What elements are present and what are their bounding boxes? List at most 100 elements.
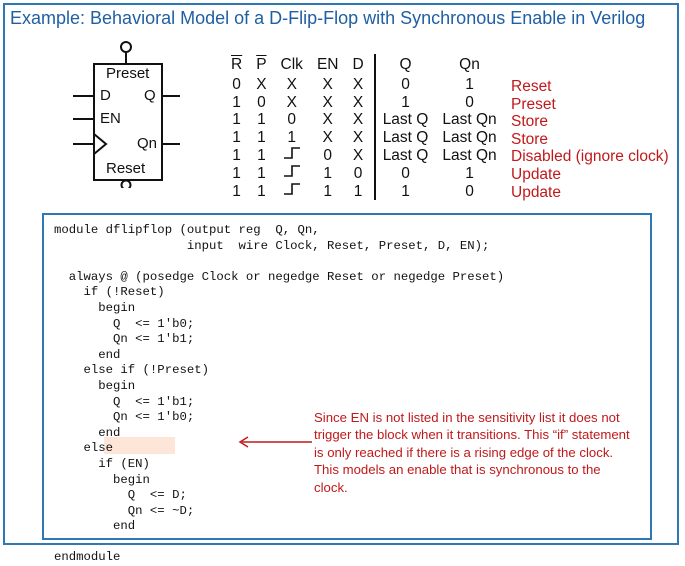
cell-p: 1 xyxy=(257,111,266,129)
code-line: Q <= D; xyxy=(54,488,187,503)
code-line: Qn <= 1'b1; xyxy=(54,332,195,347)
code-line: input wire Clock, Reset, Preset, D, EN); xyxy=(54,238,490,253)
code-line: end xyxy=(54,347,121,362)
header-d: D xyxy=(345,54,376,76)
header-p: P xyxy=(256,56,267,73)
rising-edge-icon xyxy=(283,147,300,159)
cell-r: 1 xyxy=(232,111,241,129)
code-line: module dflipflop (output reg Q, Qn, xyxy=(54,223,320,237)
cell-en: 0 xyxy=(323,146,333,164)
code-line: begin xyxy=(54,378,136,393)
code-line: Qn <= ~D; xyxy=(54,503,195,518)
row-note: Reset xyxy=(511,78,552,95)
cell-en: X xyxy=(322,93,333,111)
cell-p: 1 xyxy=(257,128,266,146)
code-line: end xyxy=(54,519,136,534)
code-line: endmodule xyxy=(54,550,121,565)
code-line: else xyxy=(54,441,114,456)
cell-r: 1 xyxy=(232,146,241,164)
verilog-code: module dflipflop (output reg Q, Qn, inpu… xyxy=(54,223,504,566)
code-line: Q <= 1'b1; xyxy=(54,394,195,409)
cell-clk xyxy=(274,182,310,200)
row-note: Disabled (ignore clock) xyxy=(511,148,669,166)
cell-d: X xyxy=(345,128,376,146)
reset-label: Reset xyxy=(106,160,146,177)
code-panel: module dflipflop (output reg Q, Qn, inpu… xyxy=(42,213,652,564)
truth-table-header: R P Clk EN D Q Qn xyxy=(224,54,504,76)
cell-qn: 1 xyxy=(465,76,474,94)
cell-r: 0 xyxy=(232,76,241,94)
cell-d: X xyxy=(345,76,376,94)
preset-bubble xyxy=(120,41,132,53)
cell-p: 1 xyxy=(257,182,266,200)
row-note: Update xyxy=(511,166,561,183)
cell-d: 1 xyxy=(345,182,376,200)
code-line: begin xyxy=(54,300,136,315)
cell-p: 1 xyxy=(257,164,266,182)
code-line: if (!Reset) xyxy=(54,285,165,300)
preset-label: Preset xyxy=(106,65,150,82)
code-line: Qn <= 1'b0; xyxy=(54,410,195,425)
pointer-arrow xyxy=(238,436,312,448)
cell-d: X xyxy=(345,146,376,164)
header-q: Q xyxy=(399,56,412,73)
cell-clk: 0 xyxy=(287,111,297,129)
cell-r: 1 xyxy=(232,93,241,111)
flipflop-symbol xyxy=(73,41,180,188)
row-note: Update xyxy=(511,183,561,201)
cell-r: 1 xyxy=(232,128,241,146)
cell-en: 1 xyxy=(323,182,333,200)
cell-clk: X xyxy=(286,93,297,111)
cell-clk xyxy=(274,146,310,164)
cell-qn: Last Qn xyxy=(442,146,497,164)
cell-d: X xyxy=(345,111,376,129)
cell-en: X xyxy=(322,128,333,146)
cell-qn: 1 xyxy=(465,164,474,182)
cell-q: Last Q xyxy=(382,111,429,129)
d-label: D xyxy=(100,87,111,104)
rising-edge-icon xyxy=(283,165,300,177)
header-clk: Clk xyxy=(280,56,303,73)
cell-qn: 0 xyxy=(465,93,474,111)
row-note: Store xyxy=(511,113,549,131)
header-qn: Qn xyxy=(459,56,480,73)
en-label: EN xyxy=(100,110,121,127)
cell-qn: Last Qn xyxy=(442,128,497,146)
cell-p: 0 xyxy=(257,93,266,111)
cell-p: X xyxy=(256,76,267,94)
cell-q: 1 xyxy=(401,93,410,111)
qn-label: Qn xyxy=(137,135,158,152)
header-r: R xyxy=(231,56,243,73)
cell-qn: 0 xyxy=(465,182,474,200)
code-line: always @ (posedge Clock or negedge Reset… xyxy=(54,269,505,284)
cell-clk: X xyxy=(286,76,297,94)
code-line: Q <= 1'b0; xyxy=(54,316,195,331)
code-line: else if (!Preset) xyxy=(54,363,209,378)
cell-p: 1 xyxy=(257,146,266,164)
cell-r: 1 xyxy=(232,164,241,182)
cell-q: Last Q xyxy=(382,146,429,164)
row-note: Store xyxy=(511,130,549,148)
cell-en: 1 xyxy=(323,164,333,182)
code-line: if (EN) xyxy=(54,456,150,471)
cell-en: X xyxy=(322,111,333,129)
header-en: EN xyxy=(316,56,339,73)
cell-clk: 1 xyxy=(287,128,297,146)
cell-q: 0 xyxy=(401,164,410,182)
cell-q: 1 xyxy=(401,182,410,200)
cell-q: 0 xyxy=(401,76,410,94)
clock-triangle xyxy=(93,133,108,155)
figure-title: Example: Behavioral Model of a D-Flip-Fl… xyxy=(10,8,646,28)
q-label: Q xyxy=(144,87,156,104)
code-line: begin xyxy=(54,472,150,487)
explanation-comment: Since EN is not listed in the sensitivit… xyxy=(314,410,630,495)
cell-r: 1 xyxy=(232,182,241,200)
cell-qn: Last Qn xyxy=(442,111,497,129)
cell-d: 0 xyxy=(345,164,376,182)
